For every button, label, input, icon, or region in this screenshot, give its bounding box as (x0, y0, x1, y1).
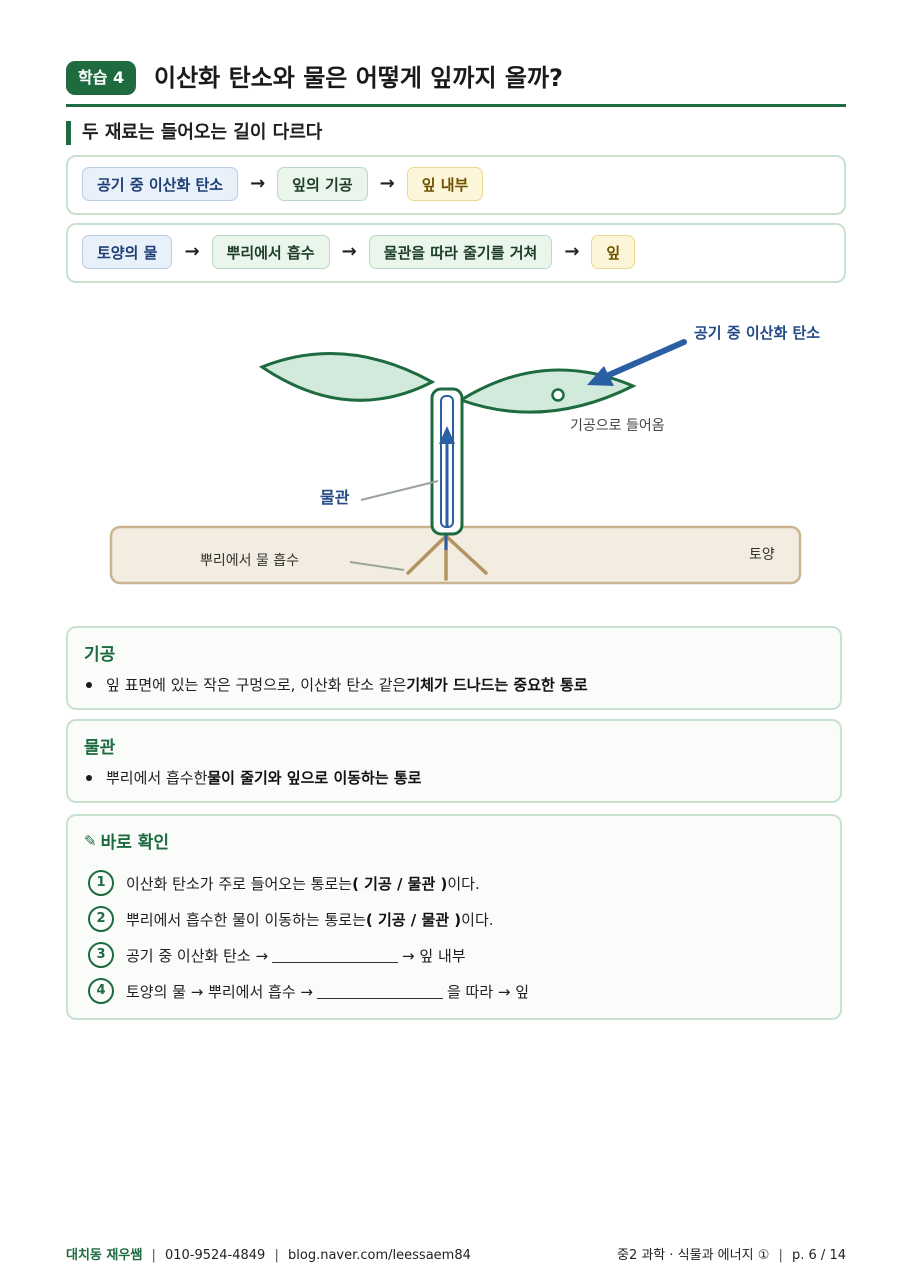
flow-arrow: → (564, 241, 580, 262)
answer-blank[interactable] (272, 948, 399, 963)
left-leaf (258, 352, 436, 402)
footer-brand: 대치동 재우쌤 (66, 1248, 143, 1263)
co2-arrowhead (587, 366, 614, 386)
question-text-end: 을 따라 → 잎 (446, 982, 530, 1001)
footer-divider: | (778, 1248, 783, 1263)
stomata-card-title: 기공 (84, 645, 116, 665)
question-choice[interactable]: ( 기공 / 물관 ) (365, 910, 462, 929)
flow-step-leaf: 잎 (591, 235, 636, 269)
flow-arrow: → (341, 241, 357, 262)
stomata-text-bold: 기체가 드나드는 중요한 통로 (406, 676, 588, 694)
question-number: 1 (88, 870, 114, 896)
stomata-dot (551, 388, 565, 402)
footer-divider: | (151, 1248, 156, 1263)
answer-blank[interactable] (316, 984, 443, 999)
soil-label: 토양 (749, 547, 775, 563)
right-leaf (457, 368, 637, 414)
stomata-text-plain: 잎 표면에 있는 작은 구멍으로, 이산화 탄소 같은 (106, 676, 407, 694)
footer-page-info: 중2 과학 · 식물과 에너지 ① | p. 6 / 14 (617, 1244, 846, 1263)
question-4: 4 토양의 물 → 뿌리에서 흡수 → 을 따라 → 잎 (88, 978, 529, 1004)
flow-arrow: → (250, 173, 266, 194)
footer-course: 중2 과학 · 식물과 에너지 ① (616, 1248, 770, 1263)
flow-step-stem: 물관을 따라 줄기를 거쳐 (368, 235, 553, 269)
xylem-text-plain: 뿌리에서 흡수한 (106, 769, 208, 787)
xylem-label: 물관 (320, 488, 350, 507)
bullet-dot (86, 774, 92, 781)
question-1: 1 이산화 탄소가 주로 들어오는 통로는 ( 기공 / 물관 ) 이다. (88, 870, 480, 896)
footer-blog-link[interactable]: blog.naver.com/leessaem84 (288, 1248, 471, 1263)
question-text: 뿌리에서 흡수한 물이 이동하는 통로는 (126, 910, 366, 929)
lesson-badge: 학습 4 (66, 61, 137, 95)
co2-flow-box: 공기 중 이산화 탄소 → 잎의 기공 → 잎 내부 (66, 155, 846, 215)
stomata-card-text: 잎 표면에 있는 작은 구멍으로, 이산화 탄소 같은 기체가 드나드는 중요한… (84, 674, 588, 695)
question-text: 이산화 탄소가 주로 들어오는 통로는 (126, 874, 353, 893)
flow-arrow: → (184, 241, 200, 262)
footer-contact: 대치동 재우쌤 | 010-9524-4849 | blog.naver.com… (66, 1244, 471, 1263)
bullet-dot (86, 681, 92, 688)
plant-diagram: 공기 중 이산화 탄소 기공으로 들어옴 물관 뿌리에서 물 흡수 토양 (0, 300, 911, 600)
question-text-end: 이다. (447, 874, 480, 893)
stomata-card: 기공 잎 표면에 있는 작은 구멍으로, 이산화 탄소 같은 기체가 드나드는 … (66, 626, 842, 710)
question-text-end: → 잎 내부 (402, 946, 466, 965)
co2-label: 공기 중 이산화 탄소 (694, 324, 820, 342)
question-text-end: 이다. (461, 910, 494, 929)
question-text: 공기 중 이산화 탄소 → (126, 946, 269, 965)
quick-check-card: ✎ 바로 확인 1 이산화 탄소가 주로 들어오는 통로는 ( 기공 / 물관 … (66, 814, 842, 1020)
section-marker (66, 121, 71, 145)
flow-arrow: → (379, 173, 395, 194)
question-number: 3 (88, 942, 114, 968)
page-title: 이산화 탄소와 물은 어떻게 잎까지 올까? (154, 64, 563, 92)
question-3: 3 공기 중 이산화 탄소 → → 잎 내부 (88, 942, 466, 968)
xylem-text-bold: 물이 줄기와 잎으로 이동하는 통로 (207, 769, 422, 787)
xylem-card-title: 물관 (84, 738, 116, 758)
question-number: 2 (88, 906, 114, 932)
flow-step-stomata: 잎의 기공 (277, 167, 368, 201)
plant-diagram-svg: 공기 중 이산화 탄소 기공으로 들어옴 물관 뿌리에서 물 흡수 토양 (109, 324, 820, 585)
water-flow-arrowhead (439, 426, 455, 444)
section-title: 두 재료는 들어오는 길이 다르다 (82, 122, 323, 143)
flow-step-root: 뿌리에서 흡수 (211, 235, 330, 269)
xylem-card: 물관 뿌리에서 흡수한 물이 줄기와 잎으로 이동하는 통로 (66, 719, 842, 803)
xylem-card-text: 뿌리에서 흡수한 물이 줄기와 잎으로 이동하는 통로 (84, 767, 421, 788)
water-flow-box: 토양의 물 → 뿌리에서 흡수 → 물관을 따라 줄기를 거쳐 → 잎 (66, 223, 846, 283)
root-label: 뿌리에서 물 흡수 (200, 553, 299, 569)
xylem-leader-line (360, 480, 439, 501)
flow-step-co2: 공기 중 이산화 탄소 (82, 167, 239, 201)
pencil-icon: ✎ (84, 831, 97, 850)
question-choice[interactable]: ( 기공 / 물관 ) (352, 874, 448, 893)
root-leader-line (349, 561, 405, 571)
flow-step-soil-water: 토양의 물 (82, 235, 173, 269)
stomata-label: 기공으로 들어옴 (570, 418, 665, 434)
quick-check-title: ✎ 바로 확인 (84, 828, 170, 854)
quick-check-label: 바로 확인 (100, 833, 170, 853)
question-text: 토양의 물 → 뿌리에서 흡수 → (126, 982, 313, 1001)
question-number: 4 (88, 978, 114, 1004)
footer-phone: 010-9524-4849 (164, 1248, 266, 1263)
lesson-header: 학습 4 이산화 탄소와 물은 어떻게 잎까지 올까? (66, 60, 846, 106)
co2-arrow-line (599, 339, 687, 381)
footer-divider: | (274, 1248, 279, 1263)
footer-page-number: p. 6 / 14 (792, 1248, 846, 1263)
question-2: 2 뿌리에서 흡수한 물이 이동하는 통로는 ( 기공 / 물관 ) 이다. (88, 906, 494, 932)
flow-step-leaf-inside: 잎 내부 (406, 167, 484, 201)
header-divider (66, 104, 846, 107)
